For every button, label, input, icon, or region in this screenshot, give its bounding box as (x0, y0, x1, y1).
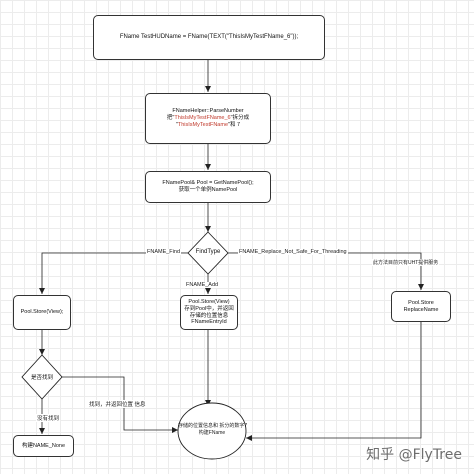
getpool-line1: FNamePool& Pool = GetNamePool(); (162, 180, 254, 187)
getpool-node: FNamePool& Pool = GetNamePool(); 获取一个单例N… (145, 171, 271, 203)
pool-add-line3: 存储的位置信息 (189, 312, 229, 319)
pool-left-text: Pool.Store(View); (20, 309, 64, 316)
parse-line1: FNameHelper::ParseNumber (172, 108, 244, 115)
findtype-diamond (187, 231, 229, 275)
pool-add-line2: 存到Pool中，并返回 (184, 305, 234, 312)
edge-label-not-found: 没有找到 (36, 414, 61, 422)
edge-label-uht-note: 此方法目前只有UHT提供服务 (372, 259, 440, 266)
found-label: 是否找到 (30, 375, 53, 381)
edge-label-add: FNAME_Add (185, 282, 220, 288)
none-text: 构建NAME_None (21, 442, 66, 449)
edge-find (39, 252, 190, 294)
build-line1: 存储的位置信息和 拆分的数字7 (178, 423, 248, 429)
parse-line3: "ThisIsMyTestFName"和 7 (175, 121, 241, 128)
pool-right-line1: Pool.Store (408, 299, 434, 306)
build-ellipse (177, 402, 247, 460)
pool-left-node: Pool.Store(View); (13, 295, 71, 330)
start-node: FName TestHUDName = FName(TEXT("ThisIsMy… (93, 15, 325, 60)
start-node-text: FName TestHUDName = FName(TEXT("ThisIsMy… (119, 33, 299, 40)
pool-add-line1: Pool.Store(View) (188, 298, 230, 305)
build-text: 存储的位置信息和 拆分的数字7 构建FName (178, 423, 248, 436)
watermark: 知乎 @FlyTree (366, 447, 462, 463)
found-diamond (21, 354, 63, 400)
none-node: 构建NAME_None (13, 435, 74, 457)
pool-right-node: Pool.Store ReplaceName (391, 291, 451, 322)
build-line2: 构建FName (198, 429, 226, 436)
pool-right-line2: ReplaceName (403, 306, 439, 313)
parse-line2: 把"ThisIsMyTestFName_6"拆分成 (166, 115, 250, 122)
pool-add-line4: FNameEntryId (191, 319, 227, 326)
edge-label-replace: FNAME_Replace_Not_Safe_For_Threading (238, 249, 348, 255)
getpool-line2: 获取一个单例NamePool (178, 187, 238, 193)
parse-node: FNameHelper::ParseNumber 把"ThisIsMyTestF… (145, 93, 271, 144)
findtype-label: FindType (195, 249, 221, 255)
edge-label-found-yes: 找到，并返回位置 信息 (88, 400, 147, 408)
edge-right-build (246, 322, 422, 441)
edge-label-find: FNAME_Find (146, 249, 182, 255)
pool-add-node: Pool.Store(View) 存到Pool中，并返回 存储的位置信息 FNa… (180, 295, 238, 330)
